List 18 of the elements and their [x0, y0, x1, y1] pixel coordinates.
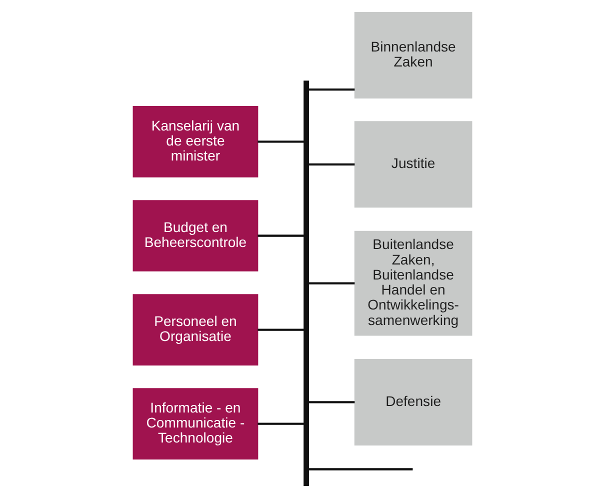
connector: [308, 282, 354, 284]
node-box: Defensie: [354, 358, 472, 446]
node-box: Kanselarij van de eerste minister: [132, 106, 258, 178]
connector: [308, 88, 354, 91]
connector: [257, 328, 304, 331]
connector: [257, 140, 304, 143]
node-box: Justitie: [354, 121, 472, 208]
node-box: Budget en Beheerscontrole: [132, 200, 258, 272]
node-bar: [303, 80, 308, 486]
connector: [308, 468, 412, 470]
node-box: Buitenlandse Zaken, Buitenlandse Handel en Ontwikkelings-samenwerking: [354, 230, 472, 336]
connector: [308, 163, 354, 166]
node-box: Binnenlandse Zaken: [354, 12, 472, 98]
connector: [257, 422, 304, 425]
connector: [257, 234, 304, 237]
node-box: Personeel en Organisatie: [132, 294, 258, 366]
connector: [308, 401, 354, 404]
node-box: Informatie - en Communicatie - Technologie: [132, 388, 258, 460]
